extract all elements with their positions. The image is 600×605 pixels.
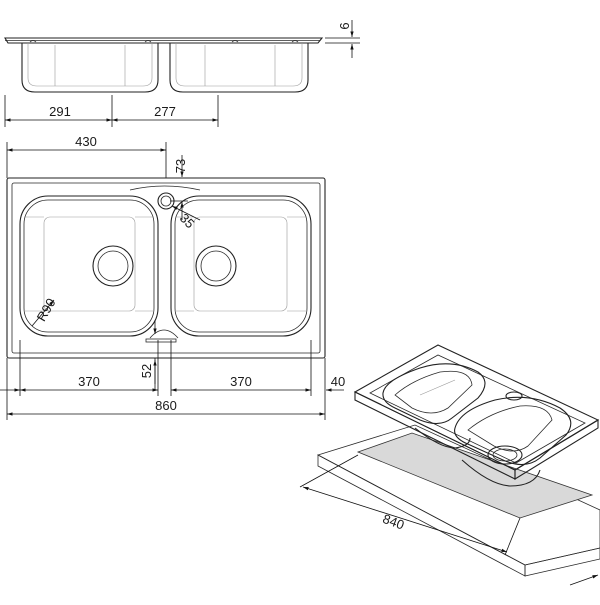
dim-bowl-gap: 52 xyxy=(139,364,154,378)
dim-overall-width: 860 xyxy=(155,398,177,413)
dim-bowl-width-right: 370 xyxy=(230,374,252,389)
dim-rim-thickness: 6 xyxy=(337,22,352,29)
dim-overall-left: 430 xyxy=(75,134,97,149)
dim-tap-hole-diameter: 35 xyxy=(177,210,198,231)
dim-edge-offset: 40 xyxy=(331,374,345,389)
dim-tap-hole-offset: 73 xyxy=(173,159,188,173)
dim-bowl-width-left: 370 xyxy=(78,374,100,389)
dim-right-bowl-top: 277 xyxy=(154,104,176,119)
dim-left-bowl-top: 291 xyxy=(49,104,71,119)
dim-cutout-width: 840 xyxy=(381,511,407,533)
top-view: 430 73 35 xyxy=(0,134,345,420)
isometric-view: 840 xyxy=(299,344,600,586)
side-view: 6 291 277 xyxy=(4,20,360,127)
dim-corner-radius: R90 xyxy=(34,296,59,324)
worktop-cutout xyxy=(356,432,594,519)
